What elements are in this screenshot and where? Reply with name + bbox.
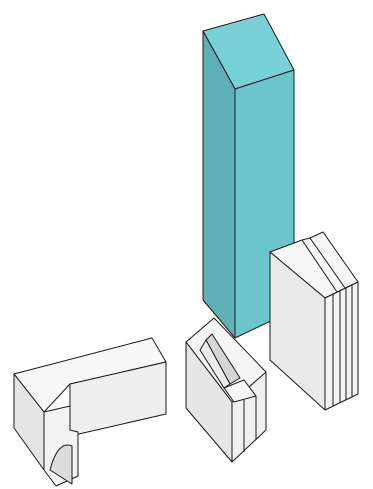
- ribbed-right-face: [324, 281, 359, 411]
- cut-block: [185, 317, 267, 463]
- ribbed-block: [269, 231, 359, 411]
- tall-tower: [202, 13, 295, 339]
- low-block: [13, 337, 167, 487]
